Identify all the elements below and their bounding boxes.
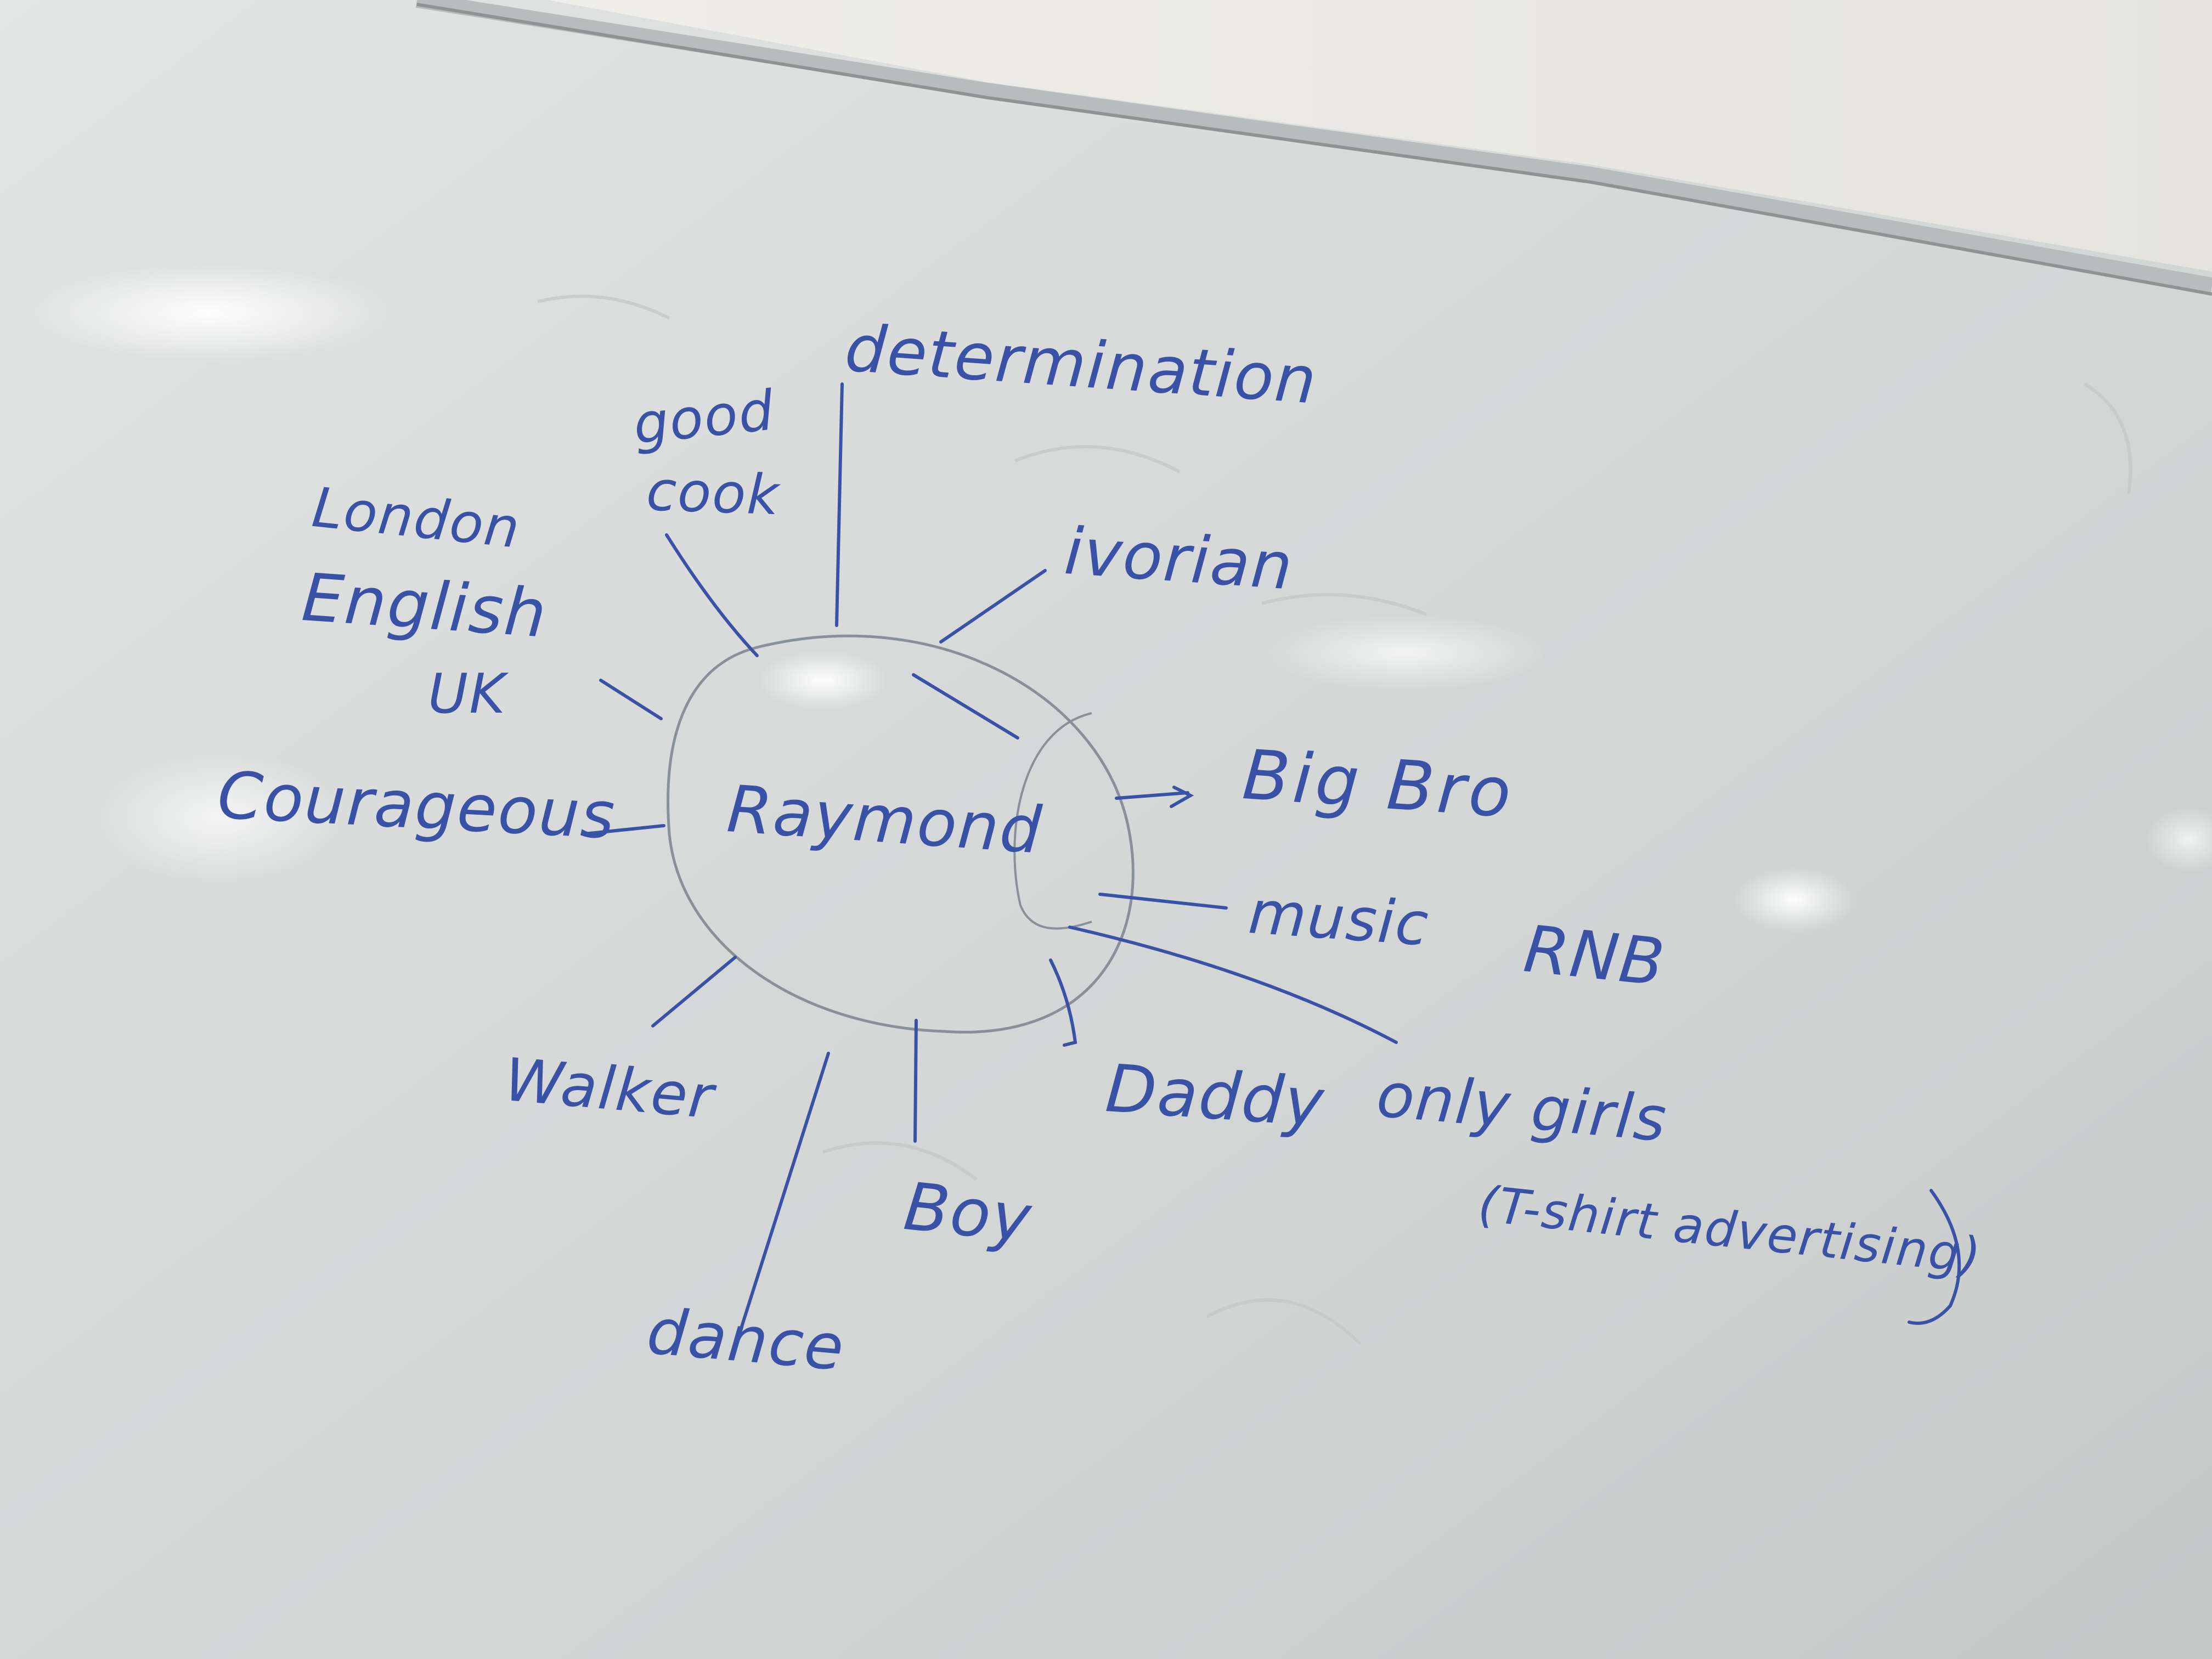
label-courageous: Courageous (216, 757, 618, 854)
spoke-big-bro (1115, 791, 1189, 800)
label-ivorian: ivorian (1062, 513, 1296, 605)
tshirt-closing-paren (1908, 1189, 1961, 1325)
board-frame (415, 0, 2212, 293)
spoke-music (1098, 893, 1228, 910)
center-circle (667, 634, 1135, 1034)
spoke-boy (913, 1019, 918, 1143)
inner-loop (1013, 712, 1092, 930)
label-daddy: Daddy (1103, 1051, 1328, 1142)
spoke-courageous (583, 824, 665, 836)
label-good: good (630, 378, 778, 457)
spoke-determination (835, 382, 844, 627)
spoke-ivorian-2 (912, 673, 1019, 740)
light-reflection (2145, 806, 2212, 872)
spoke-walker (651, 956, 737, 1028)
label-dance: dance (644, 1295, 848, 1385)
spoke-dance (736, 1052, 830, 1340)
wall (0, 0, 2212, 272)
light-reflection (1262, 614, 1547, 691)
label-rnb: RNB (1520, 911, 1669, 1001)
spoke-english (599, 679, 663, 720)
spokes (583, 382, 1961, 1340)
light-reflection (757, 650, 889, 710)
label-music: music (1246, 878, 1432, 960)
spoke-daddy (1049, 958, 1077, 1047)
light-reflection (1734, 867, 1854, 933)
label-boy: Boy (900, 1169, 1036, 1258)
spoke-good-cook (665, 533, 759, 657)
label-walker: Walker (501, 1046, 717, 1132)
label-english: English (300, 560, 550, 653)
label-uk: UK (428, 662, 506, 726)
arrow-head (1170, 786, 1194, 808)
label-cook: cook (645, 459, 781, 528)
light-reflection (93, 752, 346, 883)
label-big-bro: Big Bro (1240, 735, 1517, 834)
light-reflection (27, 263, 390, 362)
spoke-ivorian (939, 569, 1047, 644)
spoke-only-girls (1068, 926, 1398, 1044)
erased-ghost-marks (537, 295, 2132, 1346)
board-frame-edge (416, 3, 2212, 296)
